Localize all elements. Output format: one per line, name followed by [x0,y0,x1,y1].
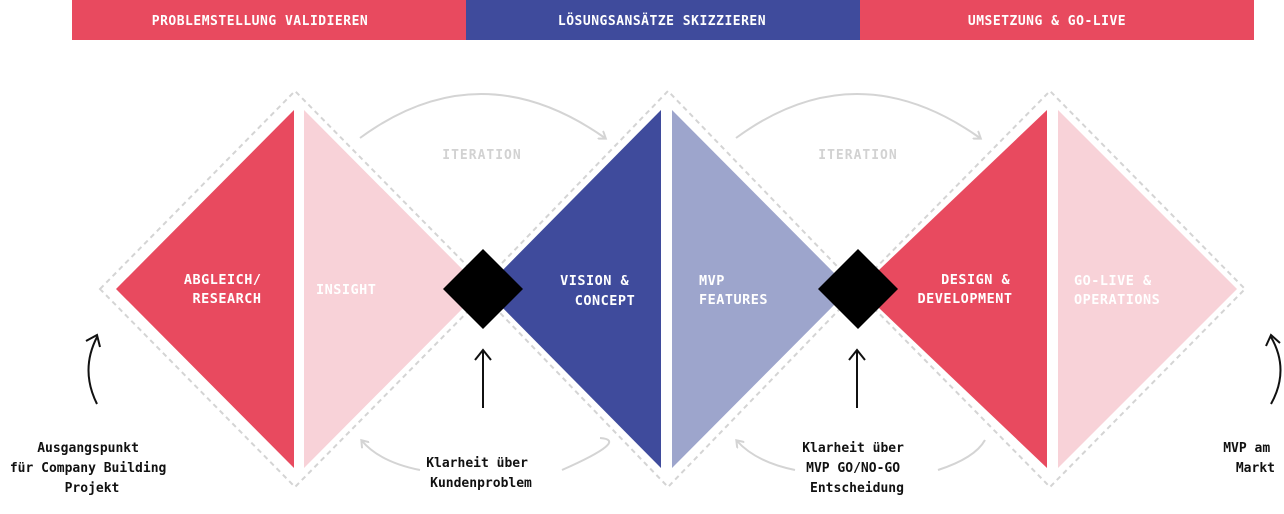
iteration-arc-top-2 [735,93,980,138]
phase-label-problem: PROBLEMSTELLUNG VALIDIEREN [152,14,369,29]
triangle-design-development [859,110,1047,468]
triangle-label-abgleich-line-2: RESEARCH [192,291,261,307]
iteration-arc-bottom-1 [561,437,611,471]
note-mvp-decision-line-2: MVP GO/NO-GO [806,461,900,476]
iteration-label-1: ITERATION [442,148,521,163]
arrow-up-icon [474,348,492,408]
phase-bar-3 [860,0,1254,40]
curved-arrow-up-icon [85,333,101,405]
phase-label-launch: UMSETZUNG & GO-LIVE [968,14,1126,29]
triangle-vision-concept [484,110,661,468]
note-mvp-market-line-2: Markt [1236,461,1275,476]
triangle-label-abgleich-line-1: ABGLEICH/ [184,272,262,288]
iteration-label-2: ITERATION [818,148,897,163]
iteration-arc-bottom-2 [937,439,986,471]
triangle-label-design: DESIGN & DEVELOPMENT [918,272,1019,307]
arrow-up-icon [848,348,866,408]
note-customer-problem-line-2: Kundenproblem [430,476,532,491]
triangle-label-insight: INSIGHT [316,282,376,298]
iteration-arcs [359,93,986,471]
iteration-arc-top-1 [359,93,605,138]
triangle-label-insight-line-1: INSIGHT [316,282,376,298]
triangle-label-vision-line-1: VISION & [560,273,629,289]
triangle-golive-operations [1058,110,1237,468]
note-mvp-market: MVP am Markt [1223,441,1278,476]
iteration-arc-bottom-2b [737,441,796,471]
triangle-label-golive: GO-LIVE & OPERATIONS [1074,273,1160,308]
note-starting-point-line-3: Projekt [65,481,120,496]
decision-diamond-icon [443,249,523,329]
triangle-label-vision: VISION & CONCEPT [560,273,638,309]
note-starting-point-line-1: Ausgangspunkt [37,441,139,456]
triangle-label-design-line-1: DESIGN & [941,272,1010,288]
triangle-abgleich-research [116,110,294,468]
note-customer-problem: Klarheit über Kundenproblem [426,456,536,491]
triangle-label-abgleich: ABGLEICH/ RESEARCH [184,272,270,307]
curved-arrow-up-icon [1265,333,1282,405]
note-starting-point: Ausgangspunkt für Company Building Proje… [10,441,174,496]
triangle-label-vision-line-2: CONCEPT [575,293,635,309]
iteration-arc-bottom-1b [362,441,421,471]
triangle-label-design-line-2: DEVELOPMENT [918,291,1013,307]
note-mvp-decision: Klarheit über MVP GO/NO-GO Entscheidung [802,441,912,496]
phase-label-solution: LÖSUNGSANSÄTZE SKIZZIEREN [558,13,766,29]
note-mvp-market-line-1: MVP am [1223,441,1270,456]
decision-diamond-icon [818,249,898,329]
note-mvp-decision-line-1: Klarheit über [802,441,904,456]
triangle-label-golive-line-1: GO-LIVE & [1074,273,1152,289]
note-starting-point-line-2: für Company Building [10,461,167,476]
triangle-mvp-features [672,110,850,468]
triangle-label-golive-line-2: OPERATIONS [1074,292,1160,308]
triangle-label-mvp-line-2: FEATURES [699,292,768,308]
phase-header: PROBLEMSTELLUNG VALIDIEREN LÖSUNGSANSÄTZ… [72,0,1254,40]
triangle-label-mvp: MVP FEATURES [699,273,768,308]
note-mvp-decision-line-3: Entscheidung [810,481,904,496]
triangle-insight [304,110,482,468]
phase-bar-2 [466,0,860,40]
phase-bar-1 [72,0,466,40]
triangles [116,110,1237,468]
triangle-label-mvp-line-1: MVP [699,273,725,289]
triangle-labels: ABGLEICH/ RESEARCH INSIGHT VISION & CONC… [184,272,1160,309]
note-customer-problem-line-1: Klarheit über [426,456,528,471]
